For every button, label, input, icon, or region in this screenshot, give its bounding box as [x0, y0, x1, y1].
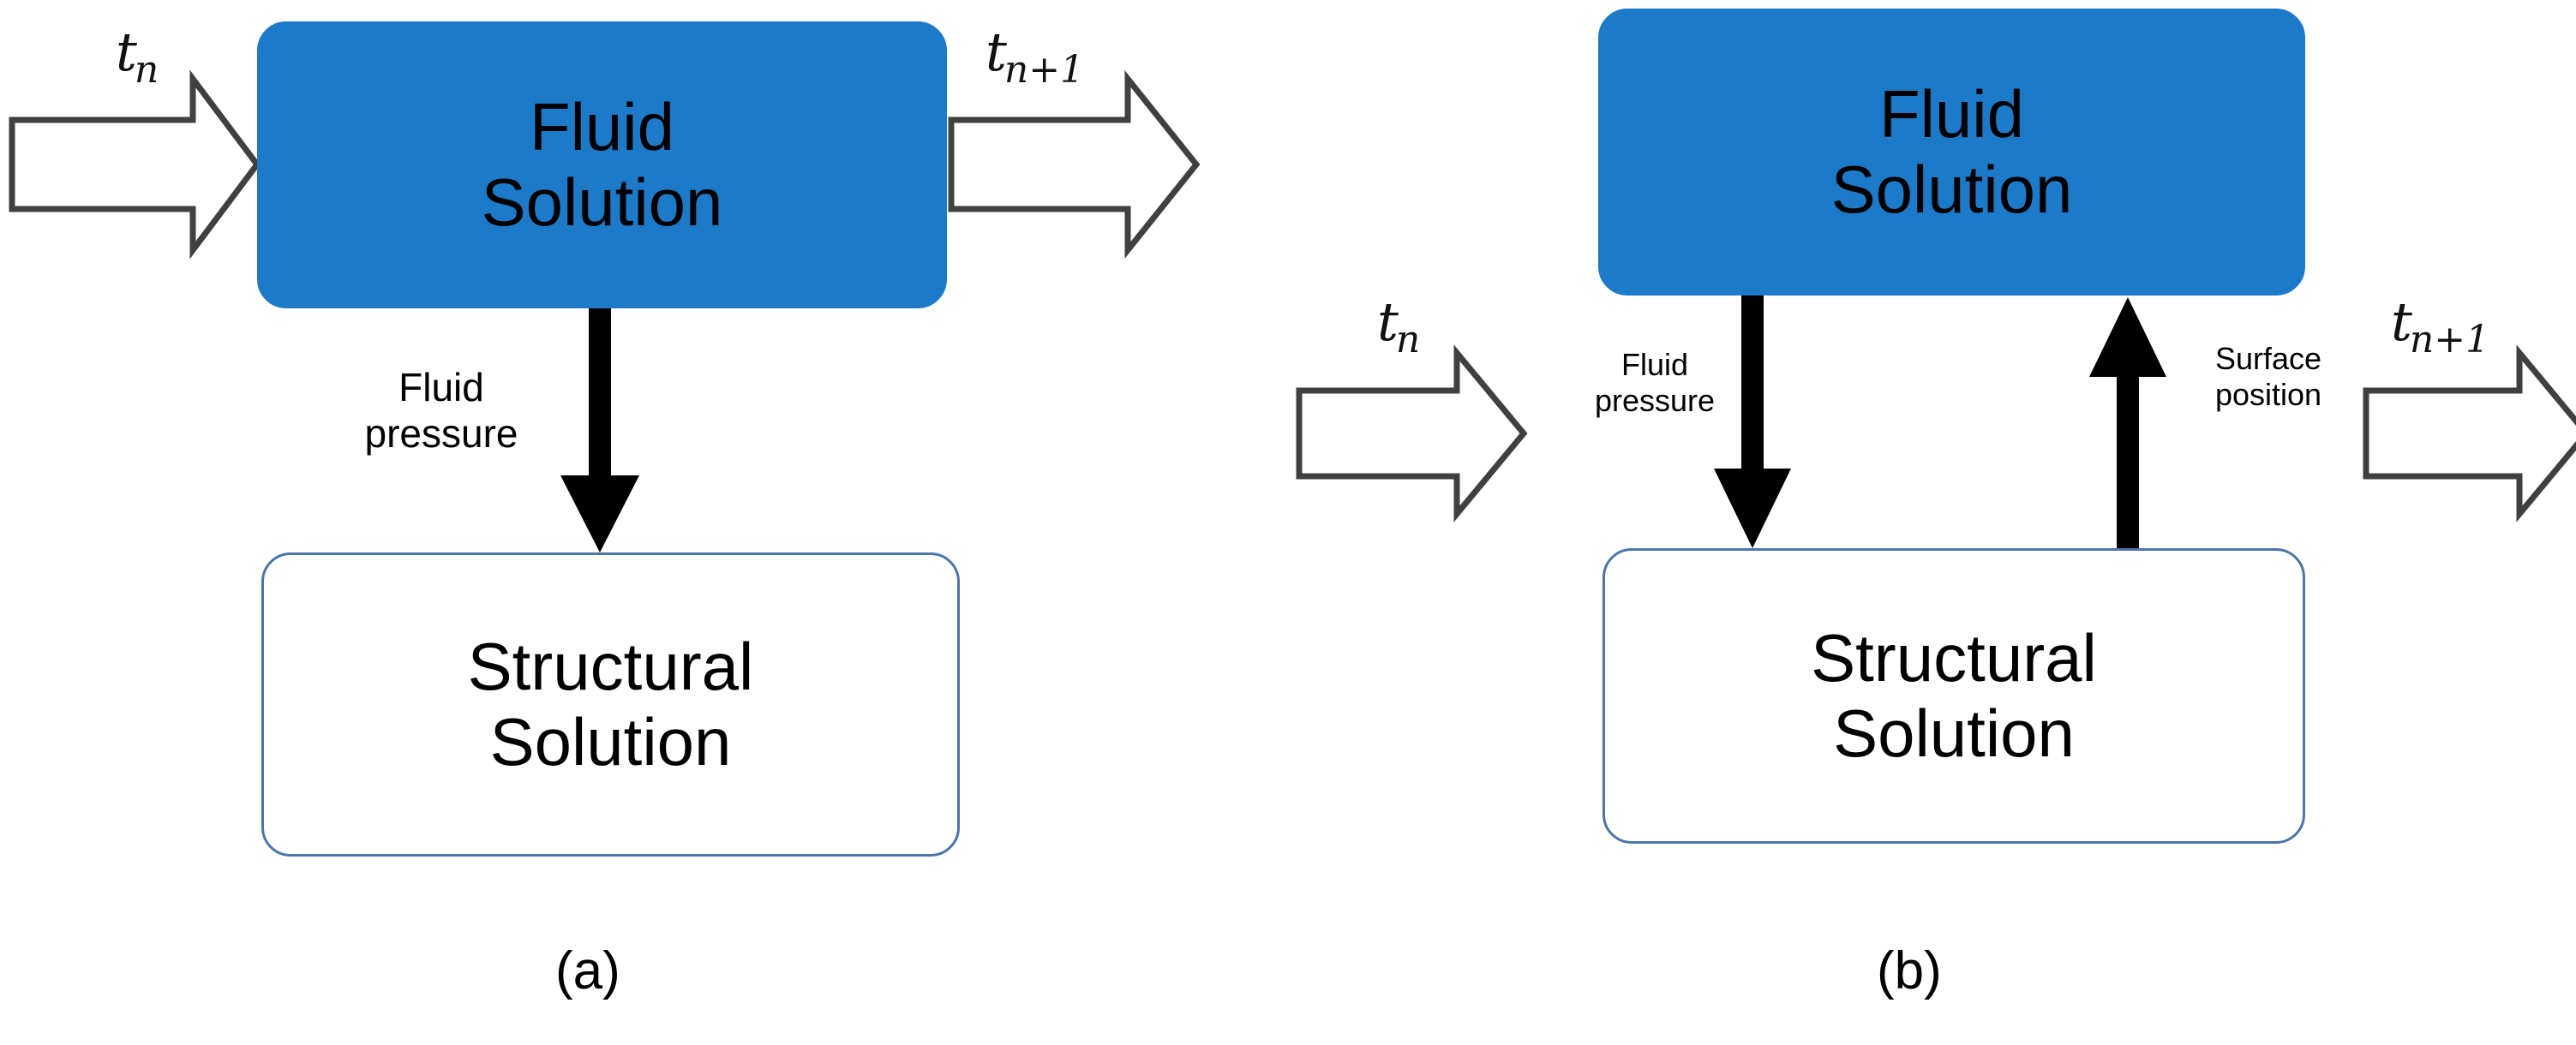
- coupling-label-line1: Fluid: [1620, 347, 1689, 382]
- time-label-tn1-b: tn+1: [2391, 296, 2492, 359]
- structural-solution-label-line1: Structural: [467, 629, 754, 705]
- coupling-arrow-fluid-pressure-a: [560, 304, 639, 552]
- coupling-label-line2: pressure: [364, 411, 518, 457]
- time-label-subscript: n: [1395, 318, 1421, 361]
- fluid-solution-label-line1: Fluid: [529, 89, 675, 165]
- fluid-solution-box-b[interactable]: Fluid Solution: [1598, 9, 2305, 296]
- time-label-subscript: n+1: [1003, 48, 1085, 92]
- coupling-arrow-fluid-pressure-b: [1714, 296, 1791, 548]
- panel-caption-b: (b): [1877, 941, 1942, 1000]
- coupling-label-line2: pressure: [1594, 383, 1716, 419]
- structural-solution-label-line2: Solution: [1833, 695, 2075, 771]
- coupling-label-line1: Surface: [2214, 341, 2322, 376]
- time-label-tn-b: tn: [1377, 296, 1423, 359]
- panel-caption-a: (a): [555, 941, 620, 1000]
- structural-solution-label-line2: Solution: [489, 703, 732, 779]
- fluid-solution-label-line2: Solution: [481, 164, 723, 240]
- fluid-solution-label-line2: Solution: [1830, 151, 2073, 227]
- coupling-label-line2: position: [2214, 377, 2322, 413]
- time-label-subscript: n+1: [2409, 318, 2490, 361]
- coupling-label-surface-position-b: Surface position: [2174, 341, 2363, 414]
- time-in-arrow-b: [1296, 344, 1528, 522]
- time-label-subscript: n: [134, 48, 159, 92]
- fluid-solution-label-line1: Fluid: [1878, 76, 2025, 152]
- time-out-arrow-b: [2363, 344, 2576, 522]
- time-out-arrow-a: [948, 70, 1201, 259]
- structural-solution-label-line1: Structural: [1811, 620, 2097, 696]
- coupling-arrow-surface-position-b: [2089, 297, 2166, 550]
- coupling-label-line1: Fluid: [398, 365, 484, 409]
- time-label-base: t: [2391, 290, 2412, 353]
- time-in-arrow-a: [9, 69, 261, 260]
- time-label-base: t: [985, 21, 1007, 83]
- coupling-label-fluid-pressure-b: Fluid pressure: [1573, 347, 1736, 420]
- coupling-label-fluid-pressure-a: Fluid pressure: [334, 364, 548, 457]
- fluid-solution-box-a[interactable]: Fluid Solution: [257, 21, 947, 308]
- time-label-tn-a: tn: [116, 26, 161, 89]
- structural-solution-box-b[interactable]: Structural Solution: [1603, 548, 2305, 844]
- time-label-tn1-a: tn+1: [985, 26, 1087, 89]
- time-label-base: t: [116, 21, 137, 83]
- structural-solution-box-a[interactable]: Structural Solution: [261, 552, 960, 857]
- time-label-base: t: [1377, 290, 1399, 353]
